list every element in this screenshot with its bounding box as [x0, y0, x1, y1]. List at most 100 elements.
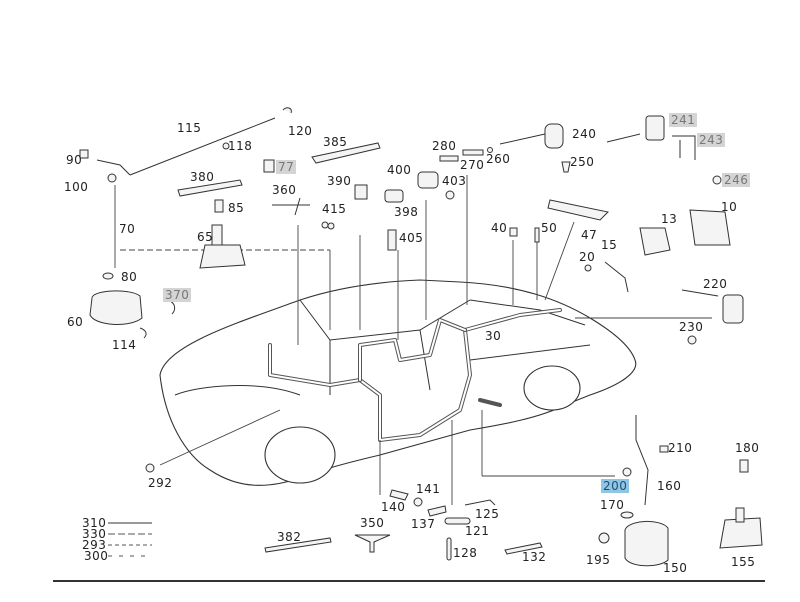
part-180	[739, 459, 749, 473]
part-240	[544, 123, 564, 149]
callout-10[interactable]: 10	[721, 200, 738, 214]
callout-170[interactable]: 170	[600, 498, 625, 512]
part-370	[167, 299, 176, 315]
part-47	[547, 199, 610, 221]
callout-382[interactable]: 382	[277, 530, 302, 544]
part-390	[354, 184, 368, 200]
callout-415[interactable]: 415	[322, 202, 347, 216]
callout-260[interactable]: 260	[486, 152, 511, 166]
callout-125[interactable]: 125	[475, 507, 500, 521]
part-20	[584, 264, 592, 272]
callout-70[interactable]: 70	[119, 222, 136, 236]
part-380	[177, 179, 243, 197]
part-220	[722, 294, 744, 324]
callout-398[interactable]: 398	[394, 205, 419, 219]
callout-360[interactable]: 360	[272, 183, 297, 197]
callout-155[interactable]: 155	[731, 555, 756, 569]
callout-385[interactable]: 385	[323, 135, 348, 149]
legend-label-300[interactable]: 300	[84, 549, 109, 563]
callout-128[interactable]: 128	[453, 546, 478, 560]
part-250	[561, 161, 571, 173]
callout-400[interactable]: 400	[387, 163, 412, 177]
callout-137[interactable]: 137	[411, 517, 436, 531]
part-270	[462, 149, 484, 156]
callout-195[interactable]: 195	[586, 553, 611, 567]
part-240-rod	[499, 133, 546, 145]
legend-label-310[interactable]: 310	[82, 516, 107, 530]
callout-65[interactable]: 65	[197, 230, 214, 244]
part-360	[272, 197, 310, 216]
callout-20[interactable]: 20	[579, 250, 596, 264]
part-405	[387, 229, 397, 251]
part-398	[384, 189, 404, 203]
part-280	[439, 155, 459, 162]
callout-243[interactable]: 243	[697, 133, 726, 147]
callout-240[interactable]: 240	[572, 127, 597, 141]
callout-370[interactable]: 370	[163, 288, 192, 302]
part-210	[659, 445, 669, 453]
callout-115[interactable]: 115	[177, 121, 202, 135]
part-125	[464, 499, 496, 506]
callout-150[interactable]: 150	[663, 561, 688, 575]
callout-40[interactable]: 40	[491, 221, 508, 235]
part-85	[214, 199, 224, 213]
callout-80[interactable]: 80	[121, 270, 138, 284]
callout-50[interactable]: 50	[541, 221, 558, 235]
callout-15[interactable]: 15	[601, 238, 618, 252]
callout-380[interactable]: 380	[190, 170, 215, 184]
callout-47[interactable]: 47	[581, 228, 598, 242]
part-241	[645, 115, 665, 141]
callout-120[interactable]: 120	[288, 124, 313, 138]
part-50	[534, 227, 540, 243]
callout-85[interactable]: 85	[228, 201, 245, 215]
callout-246[interactable]: 246	[722, 173, 751, 187]
callout-100[interactable]: 100	[64, 180, 89, 194]
legend-label-293[interactable]: 293	[82, 538, 107, 552]
callout-60[interactable]: 60	[67, 315, 84, 329]
callout-90[interactable]: 90	[66, 153, 83, 167]
vacuum-harness	[268, 308, 562, 442]
callout-220[interactable]: 220	[703, 277, 728, 291]
part-140	[389, 489, 409, 501]
part-350	[354, 534, 391, 553]
callout-210[interactable]: 210	[668, 441, 693, 455]
callout-132[interactable]: 132	[522, 550, 547, 564]
callout-77[interactable]: 77	[276, 160, 297, 174]
callout-121[interactable]: 121	[465, 524, 490, 538]
callout-350[interactable]: 350	[360, 516, 385, 530]
legend-label-330[interactable]: 330	[82, 527, 107, 541]
callout-160[interactable]: 160	[657, 479, 682, 493]
callout-250[interactable]: 250	[570, 155, 595, 169]
callout-140[interactable]: 140	[381, 500, 406, 514]
callout-280[interactable]: 280	[432, 139, 457, 153]
part-90	[79, 149, 89, 159]
callout-405[interactable]: 405	[399, 231, 424, 245]
part-118	[222, 142, 230, 150]
legend-lines	[108, 522, 152, 557]
callout-13[interactable]: 13	[661, 212, 678, 226]
part-260	[487, 147, 493, 153]
part-400	[417, 171, 439, 189]
part-150	[624, 521, 669, 567]
part-77	[263, 159, 275, 173]
callout-30[interactable]: 30	[485, 329, 502, 343]
callout-114[interactable]: 114	[112, 338, 137, 352]
leader-lines	[114, 175, 712, 505]
callout-118[interactable]: 118	[228, 139, 253, 153]
part-115-rod	[129, 117, 276, 176]
part-170	[620, 511, 634, 519]
callout-180[interactable]: 180	[735, 441, 760, 455]
bottom-divider	[53, 580, 765, 582]
part-40	[509, 227, 518, 237]
callout-230[interactable]: 230	[679, 320, 704, 334]
callout-390[interactable]: 390	[327, 174, 352, 188]
callout-241[interactable]: 241	[669, 113, 698, 127]
callout-403[interactable]: 403	[442, 174, 467, 188]
callout-200[interactable]: 200	[601, 479, 630, 493]
callout-141[interactable]: 141	[416, 482, 441, 496]
part-243	[672, 135, 696, 160]
callout-292[interactable]: 292	[148, 476, 173, 490]
callout-270[interactable]: 270	[460, 158, 485, 172]
